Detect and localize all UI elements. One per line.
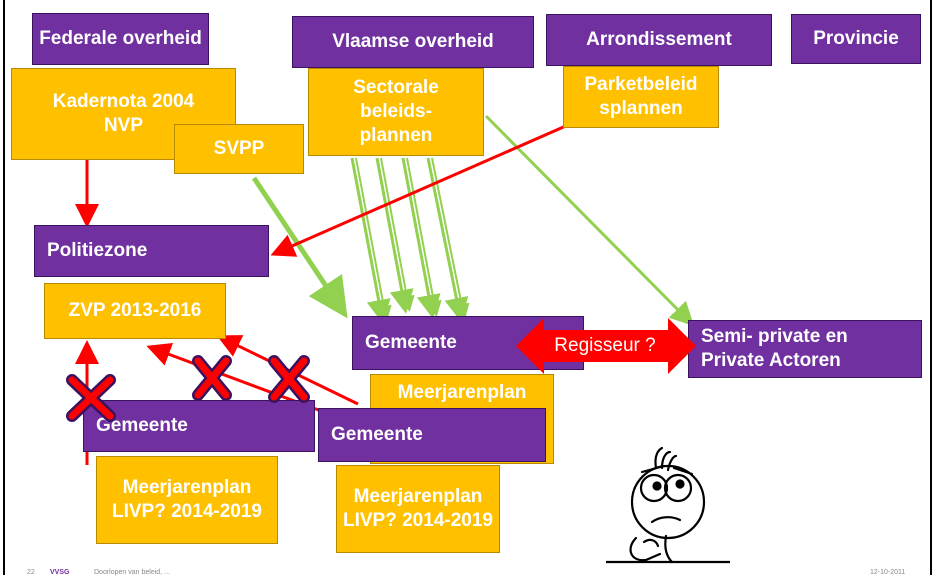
federale-overheid-box: Federale overheid (32, 13, 209, 65)
footer-org: VVSG (50, 569, 70, 576)
gemeente-left-box: Gemeente (83, 400, 315, 452)
thinking-face-icon (606, 446, 730, 564)
vlaamse-overheid-label: Vlaamse overheid (332, 31, 494, 52)
slide-frame (3, 0, 932, 575)
footer-title: Doorlopen van beleid, ... (94, 569, 170, 576)
sectorale-label: Sectorale beleids- plannen (353, 77, 439, 146)
regisseur-label: Regisseur ? (554, 335, 656, 356)
footer-date: 12-10-2011 (870, 569, 906, 576)
gemeente-left-label: Gemeente (96, 415, 188, 436)
federale-overheid-label: Federale overheid (39, 28, 202, 49)
politiezone-label: Politiezone (47, 240, 148, 261)
kadernota-box: Kadernota 2004 NVP (11, 68, 236, 160)
svpp-label: SVPP (213, 138, 265, 159)
sectorale-box: Sectorale beleids- plannen (308, 68, 484, 156)
cross-mark-icon (66, 374, 116, 422)
provincie-label: Provincie (813, 28, 899, 49)
arrondissement-box: Arrondissement (546, 14, 772, 66)
meerjarenplan-left-label: Meerjarenplan LIVP? 2014-2019 (112, 477, 262, 522)
arrondissement-label: Arrondissement (586, 29, 732, 50)
cross-mark-icon (268, 355, 310, 403)
semi-private-label: Semi- private en Private Actoren (701, 326, 848, 371)
footer-page-number: 22 (27, 569, 35, 576)
meerjarenplan-mid-label: Meerjarenplan LIVP? 2014-2019 (343, 486, 493, 531)
parketbeleid-box: Parketbeleid splannen (563, 66, 719, 128)
semi-private-box: Semi- private en Private Actoren (688, 320, 922, 378)
gemeente-center-label: Gemeente (365, 332, 457, 353)
regisseur-double-arrow (516, 318, 696, 374)
svpp-box: SVPP (174, 124, 304, 174)
politiezone-box: Politiezone (34, 225, 269, 277)
vlaamse-overheid-box: Vlaamse overheid (292, 16, 534, 68)
provincie-box: Provincie (791, 14, 921, 64)
parketbeleid-label: Parketbeleid splannen (584, 74, 698, 119)
zvp-box: ZVP 2013-2016 (44, 283, 226, 339)
gemeente-mid-box: Gemeente (318, 408, 546, 462)
cross-mark-icon (192, 355, 232, 401)
meerjarenplan-left-box: Meerjarenplan LIVP? 2014-2019 (96, 456, 278, 544)
zvp-label: ZVP 2013-2016 (68, 300, 202, 321)
gemeente-mid-label: Gemeente (331, 424, 423, 445)
kadernota-label: Kadernota 2004 NVP (52, 91, 195, 136)
meerjarenplan-mid-box: Meerjarenplan LIVP? 2014-2019 (336, 465, 500, 553)
meerjarenplan-center-label: Meerjarenplan (397, 382, 527, 403)
